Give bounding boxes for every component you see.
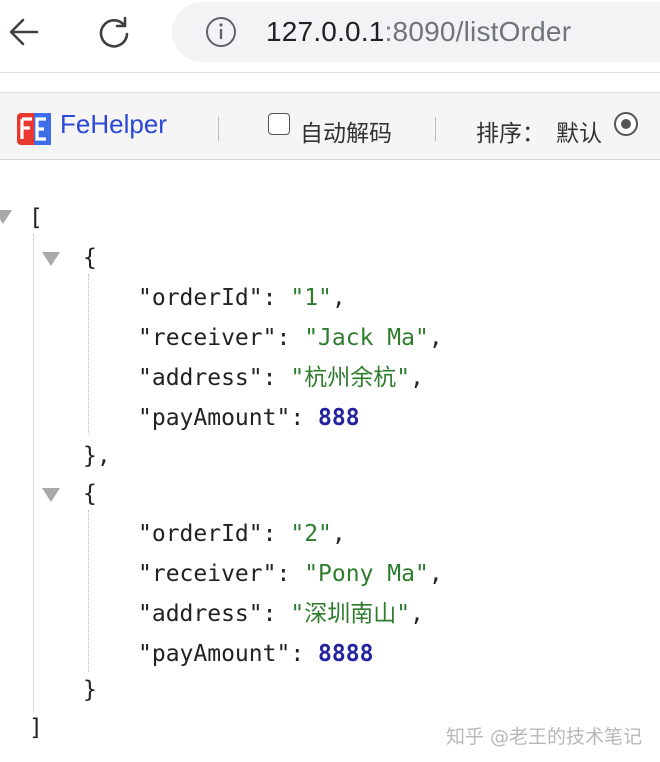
json-key: "payAmount" (138, 405, 291, 431)
fehelper-logo-icon (17, 113, 51, 145)
json-string-value: "Pony Ma" (304, 561, 429, 587)
fehelper-toolbar: FeHelper 自动解码 排序： 默认 (0, 92, 660, 160)
json-key: "address" (138, 365, 263, 391)
json-viewer: [ { "orderId": "1", "receiver": "Jack Ma… (0, 162, 660, 762)
object-close-brace: }, (83, 443, 111, 469)
collapse-root-icon[interactable] (0, 210, 12, 224)
root-open-bracket: [ (29, 205, 43, 231)
json-string-value: "杭州余杭" (290, 365, 411, 391)
toolbar-divider (435, 117, 436, 141)
json-row-payAmount: "payAmount": 8888 (138, 641, 374, 667)
root-close-bracket: ] (29, 715, 43, 741)
json-string-value: "1" (290, 285, 332, 311)
auto-decode-label: 自动解码 (300, 121, 392, 147)
sort-label: 排序： (476, 121, 545, 147)
site-info-icon[interactable] (204, 15, 238, 49)
object-open-brace: { (83, 245, 97, 271)
radio-dot (621, 119, 631, 129)
back-button[interactable] (2, 10, 46, 54)
reload-icon (99, 16, 129, 48)
json-row-address: "address": "杭州余杭", (138, 365, 424, 391)
toolbar-divider (218, 117, 219, 141)
json-row-orderId: "orderId": "1", (138, 285, 346, 311)
json-row-orderId: "orderId": "2", (138, 521, 346, 547)
auto-decode-checkbox[interactable] (268, 113, 290, 135)
json-row-payAmount: "payAmount": 888 (138, 405, 360, 431)
indent-guide (33, 234, 34, 712)
back-arrow-icon (9, 18, 39, 46)
object-close-brace: } (83, 677, 97, 703)
json-string-value: "Jack Ma" (304, 325, 429, 351)
json-key: "payAmount" (138, 641, 291, 667)
json-row-address: "address": "深圳南山", (138, 601, 424, 627)
json-key: "address" (138, 601, 263, 627)
address-bar[interactable]: 127.0.0.1:8090/listOrder (172, 2, 660, 62)
json-key: "receiver" (138, 325, 277, 351)
json-row-receiver: "receiver": "Pony Ma", (138, 561, 443, 587)
url-path: :8090/listOrder (384, 16, 572, 47)
json-row-receiver: "receiver": "Jack Ma", (138, 325, 443, 351)
json-key: "receiver" (138, 561, 277, 587)
json-number-value: 8888 (318, 641, 374, 667)
watermark: 知乎 @老王的技术笔记 (446, 726, 643, 748)
collapse-object-icon[interactable] (42, 252, 60, 266)
reload-button[interactable] (92, 10, 136, 54)
json-key: "orderId" (138, 521, 263, 547)
object-open-brace: { (83, 481, 97, 507)
collapse-object-icon[interactable] (42, 488, 60, 502)
json-key: "orderId" (138, 285, 263, 311)
indent-guide (88, 274, 89, 434)
indent-guide (88, 510, 89, 672)
sort-default-radio[interactable] (614, 112, 638, 136)
json-string-value: "2" (290, 521, 332, 547)
sort-default-option[interactable]: 默认 (556, 121, 602, 147)
json-number-value: 888 (318, 405, 360, 431)
url-text[interactable]: 127.0.0.1:8090/listOrder (266, 16, 571, 48)
url-host: 127.0.0.1 (266, 16, 385, 47)
browser-toolbar: 127.0.0.1:8090/listOrder (0, 0, 660, 73)
json-string-value: "深圳南山" (290, 601, 411, 627)
fehelper-brand[interactable]: FeHelper (60, 109, 167, 139)
